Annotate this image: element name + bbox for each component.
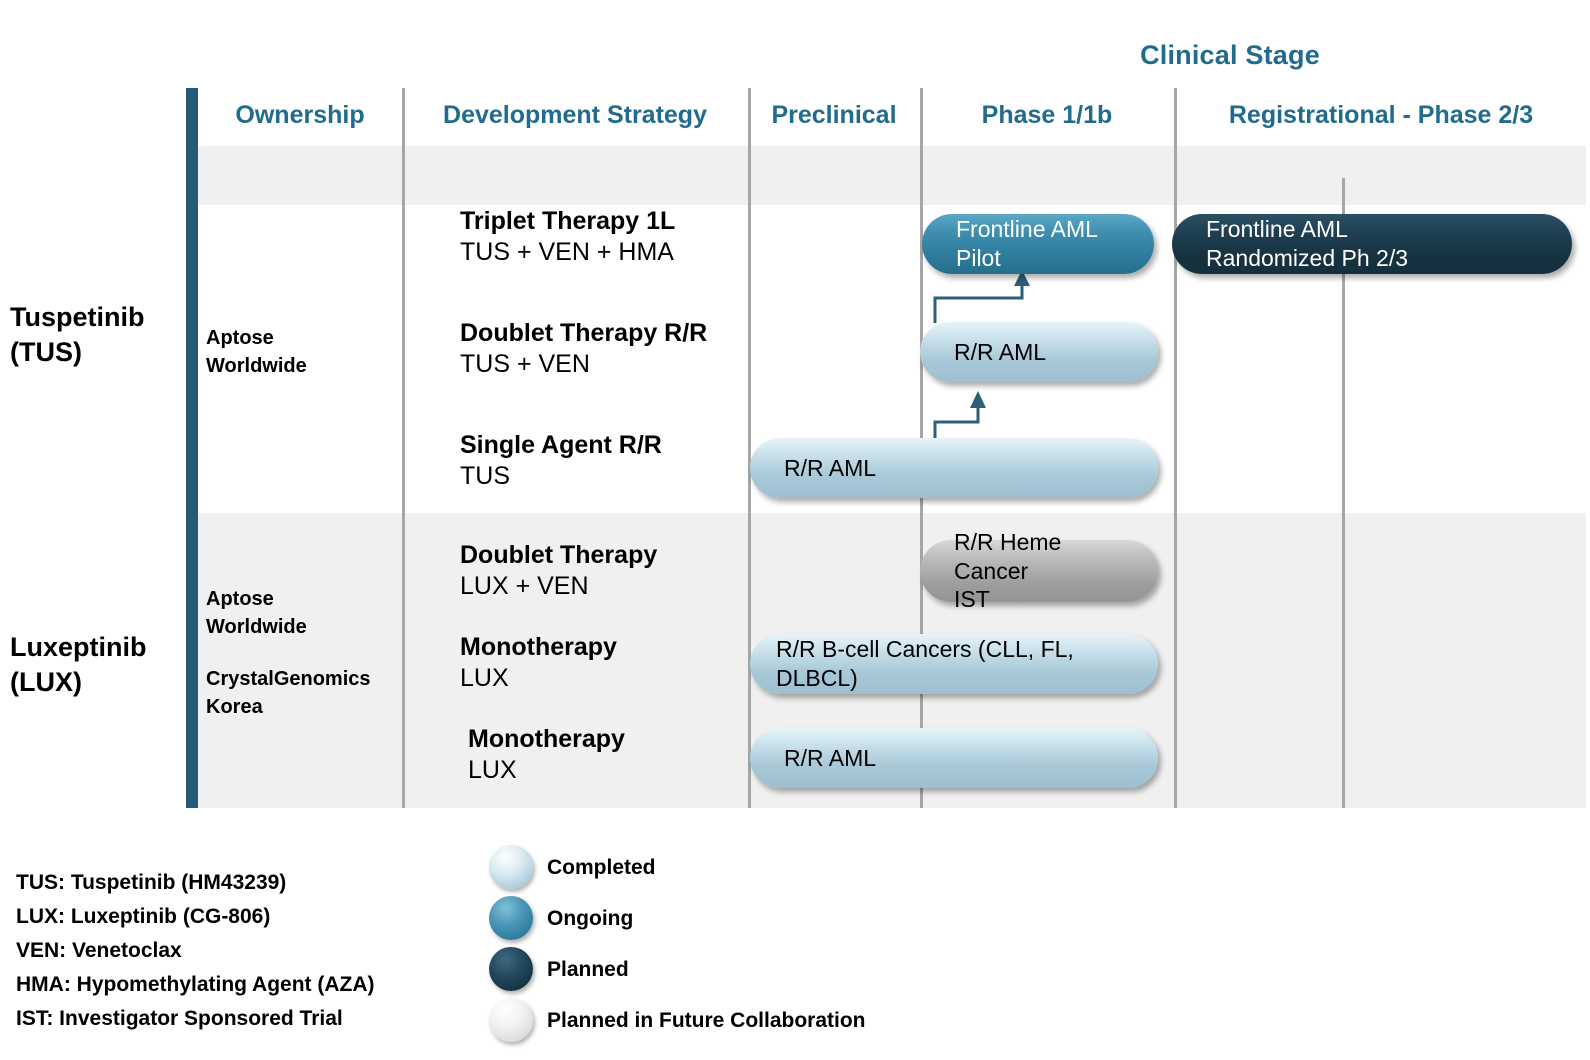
divider-ownership-strategy [402,88,405,808]
strategy-title: Triplet Therapy 1L [460,207,676,235]
row-label-tuspetinib-line1: Tuspetinib (TUS) [10,302,145,367]
band-row-top [198,146,1586,205]
strategy-subtitle: TUS [460,461,510,490]
legend-label-ongoing: Ongoing [547,907,634,930]
left-accent-bar [186,88,198,808]
legend-dot-future-icon [489,998,533,1042]
column-header-preclinical: Preclinical [771,101,897,129]
strategy-subtitle: TUS + VEN + HMA [460,237,674,266]
clinical-stage-title: Clinical Stage [1140,40,1320,70]
ownership-tuspetinib: Aptose Worldwide [206,327,307,377]
strategy-title: Monotherapy [460,633,617,661]
strategy-tus-doublet: Doublet Therapy R/R TUS + VEN [460,318,707,379]
legend-dot-planned-icon [489,947,533,991]
strategy-subtitle: LUX + VEN [460,571,589,600]
ownership-luxeptinib-crystalgenomics: CrystalGenomics Korea [206,668,371,718]
strategy-tus-single: Single Agent R/R TUS [460,430,662,491]
footnote-hma: HMA: Hypomethylating Agent (AZA) [16,973,375,996]
strategy-subtitle: LUX [460,663,509,692]
column-header-registrational-phase-2-3: Registrational - Phase 2/3 [1228,101,1534,129]
legend-label-planned: Planned [547,958,629,981]
pill-lux-rr-aml[interactable]: R/R AML [750,728,1158,788]
legend-label-future-collaboration: Planned in Future Collaboration [547,1009,866,1032]
pill-tus-doublet-rr-aml[interactable]: R/R AML [920,322,1158,382]
arrow-rr-aml-to-frontline-pilot [933,270,1030,323]
footnote-ven: VEN: Venetoclax [16,939,182,962]
strategy-subtitle: TUS + VEN [460,349,590,378]
pill-tus-frontline-aml-randomized-ph23[interactable]: Frontline AML Randomized Ph 2/3 [1172,214,1572,274]
pill-tus-frontline-aml-pilot[interactable]: Frontline AML Pilot [922,214,1154,274]
column-header-ownership: Ownership [235,101,365,129]
legend-dot-completed-icon [489,845,533,889]
strategy-title: Single Agent R/R [460,431,662,459]
legend-label-completed: Completed [547,856,656,879]
arrow-single-agent-to-doublet [933,391,986,446]
pill-tus-single-agent-rr-aml[interactable]: R/R AML [750,438,1158,498]
strategy-lux-doublet: Doublet Therapy LUX + VEN [460,540,657,601]
ownership-luxeptinib-aptose: Aptose Worldwide [206,588,307,638]
column-header-phase-1-1b: Phase 1/1b [981,101,1113,129]
strategy-title: Doublet Therapy R/R [460,319,708,347]
pill-lux-rr-heme-cancer-ist[interactable]: R/R Heme Cancer IST [920,529,1158,612]
strategy-subtitle: LUX [468,755,517,784]
footnote-lux: LUX: Luxeptinib (CG-806) [16,905,271,928]
legend-dot-ongoing-icon [489,896,533,940]
footnote-ist: IST: Investigator Sponsored Trial [16,1007,343,1030]
footnote-tus: TUS: Tuspetinib (HM43239) [16,871,287,894]
row-label-luxeptinib: Luxeptinib (LUX) [10,630,147,699]
strategy-title: Doublet Therapy [460,541,658,569]
strategy-tus-triplet: Triplet Therapy 1L TUS + VEN + HMA [460,206,675,267]
strategy-lux-mono-aml: Monotherapy LUX [468,724,625,785]
divider-phase23-inner [1342,178,1345,808]
row-label-luxeptinib-line1: Luxeptinib (LUX) [10,632,147,697]
strategy-title: Monotherapy [468,725,625,753]
divider-strategy-preclinical [748,88,751,808]
divider-phase1-phase23 [1174,88,1177,808]
strategy-lux-mono-bcell: Monotherapy LUX [460,632,617,693]
pill-lux-rr-bcell-cancers[interactable]: R/R B-cell Cancers (CLL, FL, DLBCL) [750,634,1158,694]
row-label-tuspetinib: Tuspetinib (TUS) [10,300,145,369]
column-header-development-strategy: Development Strategy [443,101,707,129]
